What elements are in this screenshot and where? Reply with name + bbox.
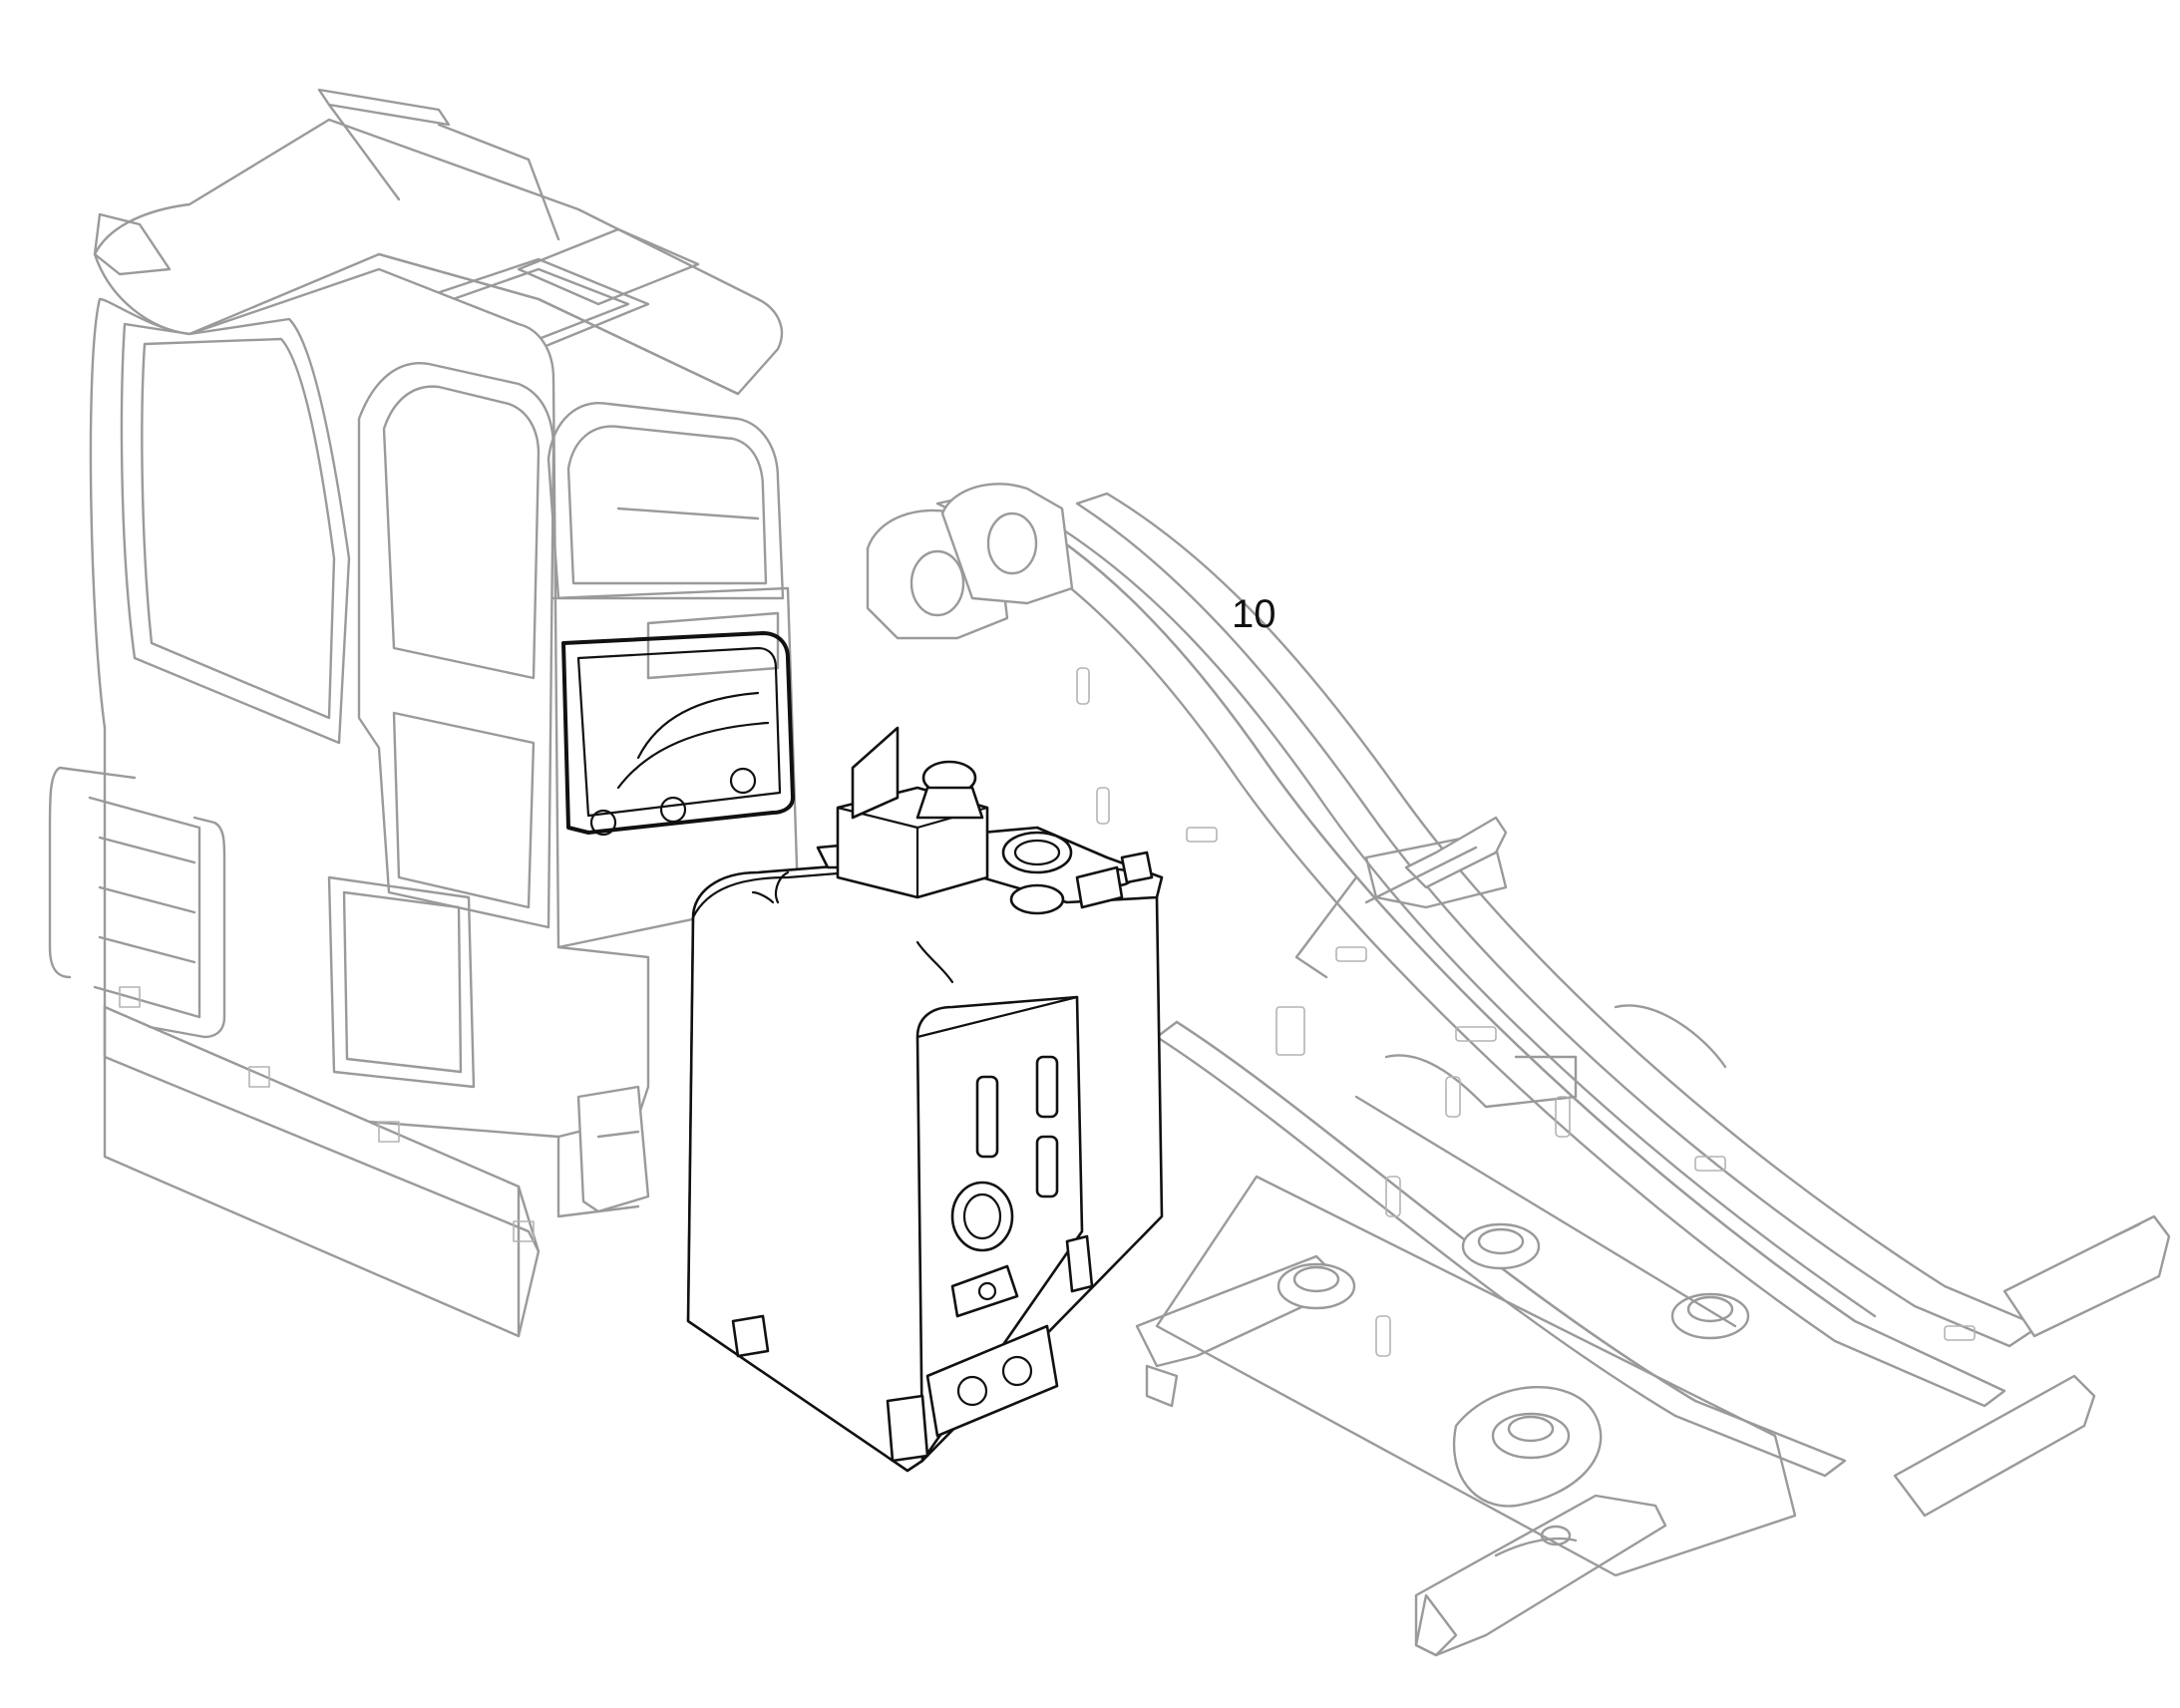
callout-item-10: 10 <box>1232 592 1276 636</box>
operator-cab <box>48 88 800 1338</box>
hydraulic-tank <box>561 631 1164 1473</box>
upper-frame <box>866 483 2171 1657</box>
